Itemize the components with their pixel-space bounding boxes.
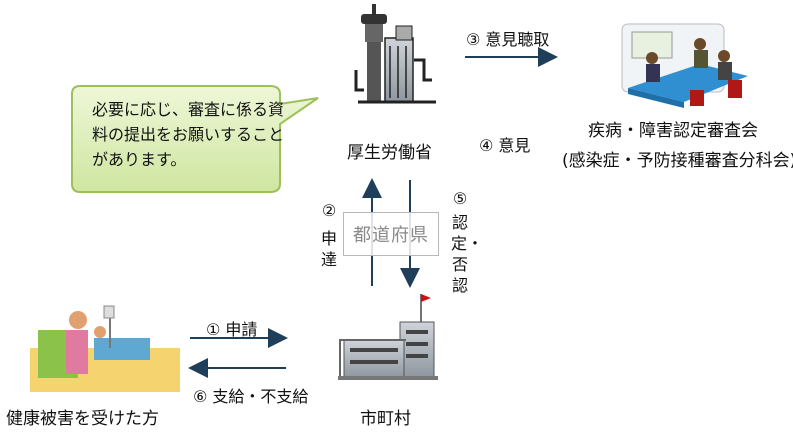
step-1-label: ① 申請	[206, 320, 258, 339]
municipality-label: 市町村	[360, 409, 411, 429]
callout-line-1: 必要に応じ、審査に係る資	[92, 100, 285, 119]
step-6-label: ⑥ 支給・不支給	[193, 387, 309, 406]
prefecture-label: 都道府県	[353, 225, 429, 246]
step-2-text: 申達	[320, 229, 337, 269]
council-meeting-icon	[621, 23, 748, 108]
callout-text: 必要に応じ、審査に係る資 料の提出をお願いすること があります。	[92, 97, 284, 172]
municipality-building-icon	[338, 294, 438, 380]
patient-in-bed-icon	[30, 305, 180, 392]
ministry-building-icon	[354, 4, 436, 104]
callout-line-3: があります。	[92, 150, 187, 169]
council-label-line1: 疾病・障害認定審査会	[588, 121, 758, 141]
step-2-number: ②	[321, 201, 337, 220]
council-label-line2: (感染症・予防接種審査分科会)	[562, 151, 793, 171]
step-3-label: ③ 意見聴取	[466, 30, 550, 49]
step-5-text: 認定・否認	[451, 213, 484, 295]
callout-bubble	[71, 85, 319, 193]
ministry-label: 厚生労働省	[347, 143, 432, 163]
prefecture-box: 都道府県	[343, 212, 439, 256]
callout-line-2: 料の提出をお願いすること	[92, 125, 285, 144]
step-5-number: ⑤	[452, 189, 468, 208]
step-4-label: ④ 意見	[479, 136, 531, 155]
victim-label: 健康被害を受けた方	[6, 409, 159, 429]
